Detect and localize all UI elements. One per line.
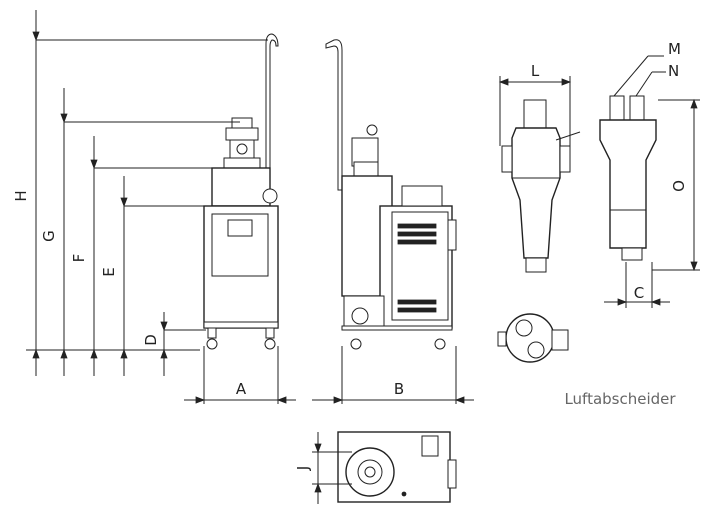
label-O: O — [670, 180, 688, 192]
side-view — [325, 39, 457, 350]
dimension-labels: H G F E D A B L M N O C J Luftabscheider — [12, 40, 688, 471]
vent-slots — [397, 223, 437, 313]
separator-side-view — [501, 99, 581, 273]
label-A: A — [236, 380, 247, 398]
top-view — [337, 431, 457, 503]
label-D: D — [142, 334, 160, 346]
label-M: M — [668, 40, 681, 58]
label-J: J — [294, 466, 312, 471]
label-L: L — [531, 62, 540, 80]
caption-luftabscheider: Luftabscheider — [564, 390, 676, 408]
label-B: B — [394, 380, 404, 398]
label-G: G — [40, 230, 58, 242]
label-C: C — [634, 284, 644, 302]
dimension-lines — [26, 10, 700, 504]
label-F: F — [70, 254, 88, 263]
label-E: E — [100, 267, 118, 276]
separator-front-view — [599, 95, 657, 261]
label-N: N — [668, 62, 679, 80]
separator-top-view — [497, 313, 569, 363]
label-H: H — [12, 190, 30, 201]
front-view — [203, 33, 279, 350]
